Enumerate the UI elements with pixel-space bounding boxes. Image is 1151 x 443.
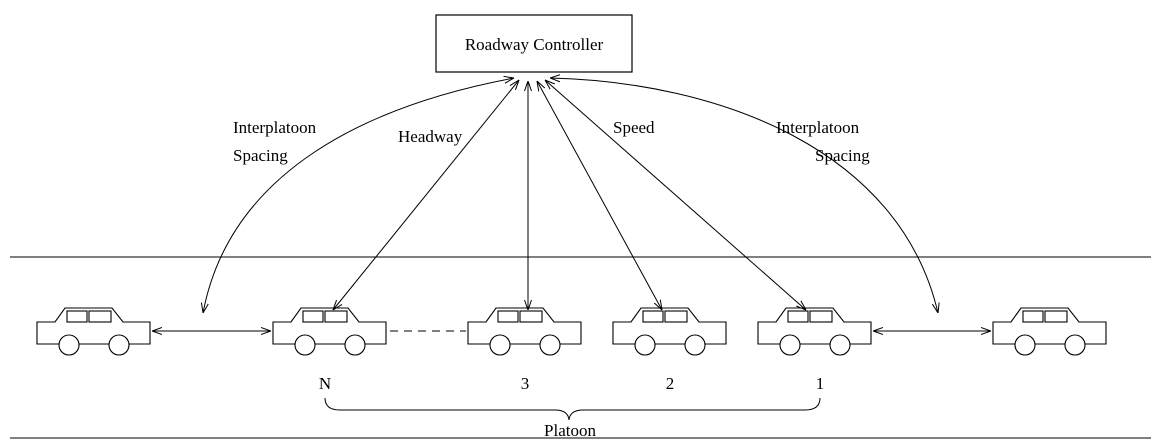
car-1 (757, 307, 872, 356)
car-n (272, 307, 387, 356)
speed-label: Speed (613, 118, 655, 137)
left-spacing-label-2: Spacing (233, 146, 288, 165)
right-spacing-label-2: Spacing (815, 146, 870, 165)
car-number-2: 2 (666, 374, 675, 393)
platoon-brace (324, 397, 821, 421)
roadway-controller-label: Roadway Controller (465, 35, 604, 54)
car-number-1: 1 (816, 374, 825, 393)
right-spacing-label-1: Interplatoon (776, 118, 860, 137)
car-number-n: N (319, 374, 331, 393)
left-spacing-label-1: Interplatoon (233, 118, 317, 137)
arrow-car-2 (537, 81, 662, 310)
roadway-controller-box (435, 14, 633, 73)
car-2 (612, 307, 727, 356)
car-leading (992, 307, 1107, 356)
car-3 (467, 307, 582, 356)
right-spacing-arc (550, 78, 938, 313)
platoon-label: Platoon (544, 421, 596, 440)
headway-arrow (333, 80, 519, 310)
car-trailing (36, 307, 151, 356)
speed-arrow (545, 80, 806, 310)
headway-label: Headway (398, 127, 463, 146)
car-number-3: 3 (521, 374, 530, 393)
